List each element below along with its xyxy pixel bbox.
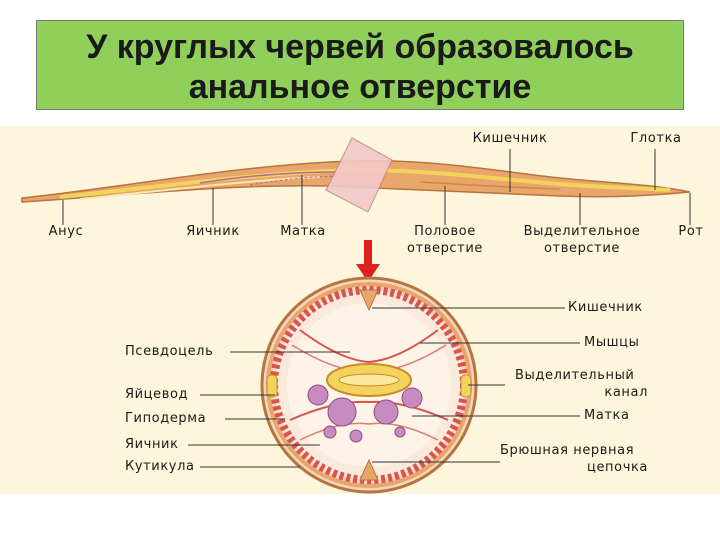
label-ovary-worm: Яичник <box>186 224 240 239</box>
label-excretory-canal-1: Выделительный <box>515 368 635 383</box>
section-plane <box>325 137 393 213</box>
label-pharynx: Глотка <box>630 131 682 146</box>
label-hypodermis: Гиподерма <box>125 411 207 426</box>
label-pseudocoel: Псевдоцель <box>125 344 214 359</box>
label-nerve-cord-1: Брюшная нервная <box>500 443 635 458</box>
label-mouth: Рот <box>678 224 704 239</box>
label-intestine: Кишечник <box>472 131 548 146</box>
label-genital-opening-2: отверстие <box>406 241 484 256</box>
label-anus: Анус <box>48 224 84 239</box>
label-intestine-section: Кишечник <box>568 300 643 315</box>
label-excretory-canal-2: канал <box>604 385 648 400</box>
label-excretory-opening-2: отверстие <box>543 241 621 256</box>
label-genital-opening-1: Половое <box>414 224 476 239</box>
label-excretory-opening-1: Выделительное <box>523 224 641 239</box>
label-ovary-section: Яичник <box>125 437 179 452</box>
title-line-2: анальное отверстие <box>188 68 532 106</box>
label-nerve-cord-2: цепочка <box>587 460 648 475</box>
label-uterus-worm: Матка <box>280 224 326 239</box>
label-oviduct: Яйцевод <box>125 387 189 402</box>
title-line-1: У круглых червей образовалось <box>86 28 634 66</box>
red-arrow-icon <box>356 240 380 282</box>
label-muscles: Мышцы <box>584 335 640 350</box>
label-cuticle: Кутикула <box>125 459 195 474</box>
label-uterus-section: Матка <box>584 408 630 423</box>
cross-section <box>260 276 478 494</box>
title-box: У круглых червей образовалось анальное о… <box>36 20 684 110</box>
